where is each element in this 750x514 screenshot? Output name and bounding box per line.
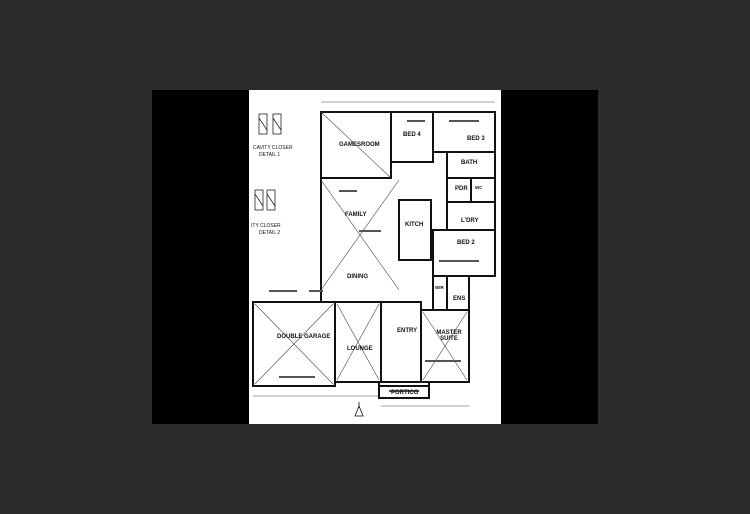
room-lounge: LOUNGE bbox=[347, 346, 373, 352]
detail2-title: ITY CLOSER bbox=[251, 223, 281, 229]
room-gamesroom: GAMESROOM bbox=[339, 142, 380, 148]
room-wir: WIR bbox=[435, 285, 444, 290]
detail1-subtitle: DETAIL 1 bbox=[259, 152, 281, 158]
room-dining: DINING bbox=[347, 274, 368, 280]
room-entry: ENTRY bbox=[397, 328, 418, 334]
floor-plan-drawing bbox=[252, 101, 496, 417]
floor-plan-sheet: CAVITY CLOSER DETAIL 1 ITY CLOSER DETAIL… bbox=[249, 90, 501, 424]
room-bed3: BED 3 bbox=[467, 136, 485, 142]
room-family: FAMILY bbox=[345, 212, 367, 218]
room-portico: PORTICO bbox=[391, 390, 419, 396]
room-wc: WC bbox=[475, 185, 483, 190]
room-bath: BATH bbox=[461, 160, 478, 166]
room-laundry: L'DRY bbox=[461, 218, 479, 224]
room-bed2: BED 2 bbox=[457, 240, 475, 246]
room-double-garage: DOUBLE GARAGE bbox=[277, 334, 331, 340]
detail1-title: CAVITY CLOSER bbox=[253, 145, 293, 151]
room-kitchen: KITCH bbox=[405, 222, 424, 228]
north-arrow-icon bbox=[354, 402, 364, 417]
room-ensuite: ENS bbox=[453, 296, 466, 302]
detail2-subtitle: DETAIL 2 bbox=[259, 230, 281, 236]
room-master-suite: MASTER SUITE bbox=[436, 330, 462, 342]
room-pdr: PDR bbox=[455, 186, 468, 192]
room-bed4: BED 4 bbox=[403, 132, 421, 138]
